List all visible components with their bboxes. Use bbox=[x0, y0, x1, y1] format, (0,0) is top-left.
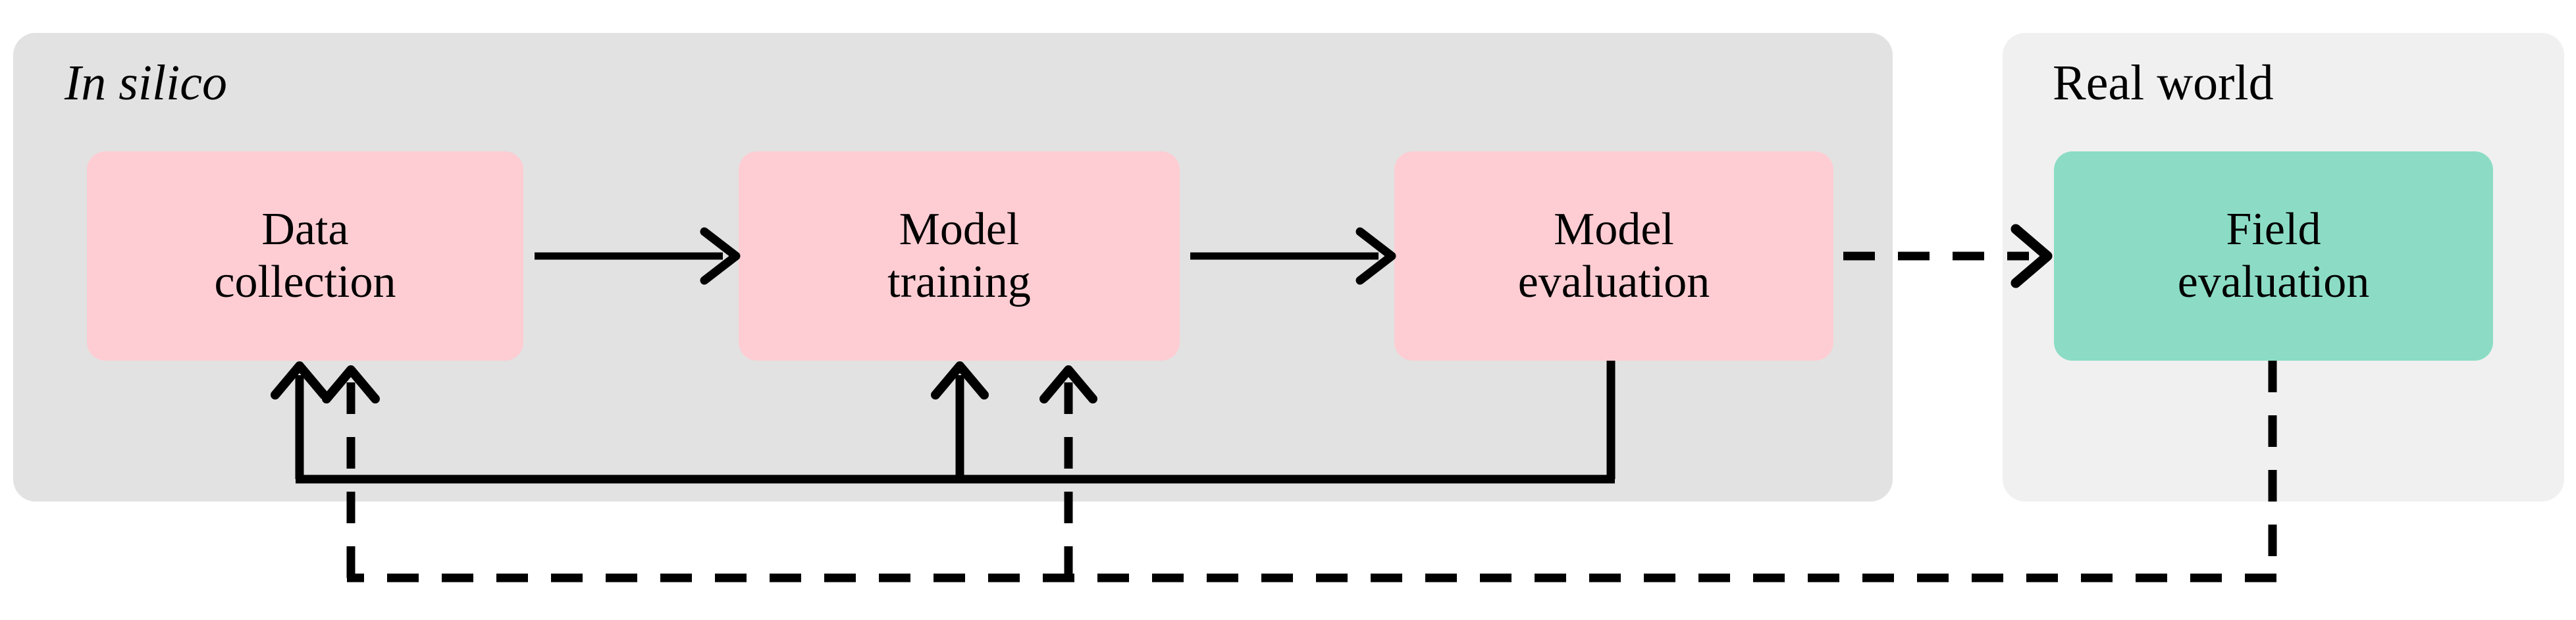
node-data-collection-line1: Data bbox=[261, 204, 349, 255]
panel-title-real-world: Real world bbox=[2053, 55, 2274, 111]
node-data-collection[interactable]: Data collection bbox=[87, 151, 523, 361]
panel-title-in-silico: In silico bbox=[65, 55, 227, 111]
node-field-evaluation-line2: evaluation bbox=[2177, 257, 2370, 307]
node-model-training-line2: training bbox=[887, 257, 1031, 307]
node-model-evaluation-line1: Model bbox=[1554, 204, 1674, 255]
node-data-collection-line2: collection bbox=[214, 257, 396, 307]
node-model-evaluation-line2: evaluation bbox=[1517, 257, 1710, 307]
node-model-training-line1: Model bbox=[899, 204, 1020, 255]
node-field-evaluation-line1: Field bbox=[2226, 204, 2321, 255]
node-model-evaluation[interactable]: Model evaluation bbox=[1394, 151, 1833, 361]
node-field-evaluation[interactable]: Field evaluation bbox=[2054, 151, 2493, 361]
node-model-training[interactable]: Model training bbox=[739, 151, 1180, 361]
